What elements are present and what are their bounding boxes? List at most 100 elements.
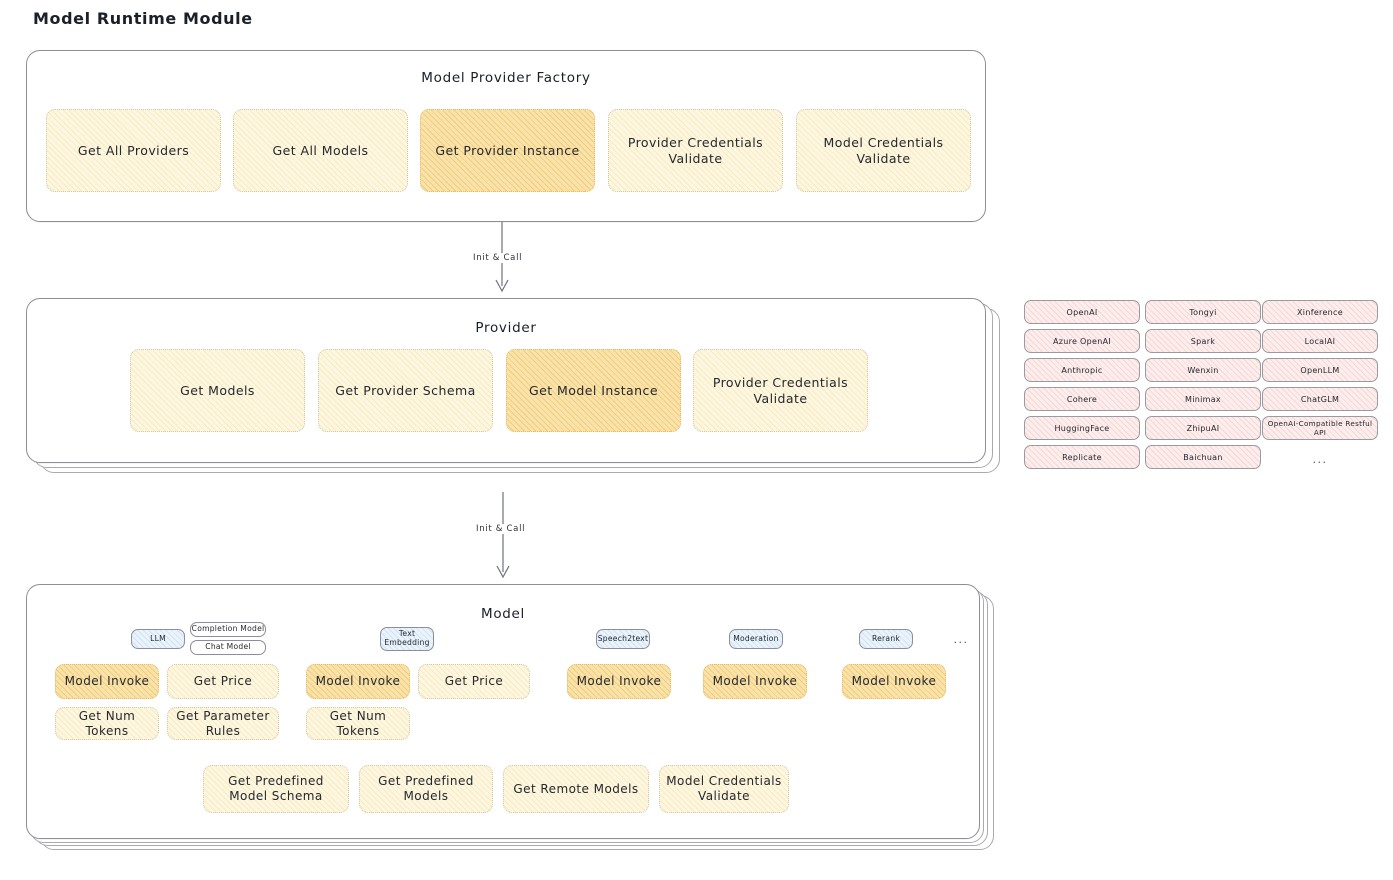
factory-node-provider-credentials-validate[interactable]: Provider Credentials Validate [608, 109, 783, 192]
provider-node-get-model-instance[interactable]: Get Model Instance [506, 349, 681, 432]
provider-chip-openai-compatible-restful-api[interactable]: OpenAI-Compatible Restful API [1262, 416, 1378, 440]
model-type-badge-speech2text[interactable]: Speech2text [596, 629, 650, 649]
provider-chip-label: Spark [1190, 336, 1216, 346]
model-node-label: Get Price [444, 674, 504, 688]
provider-chip-label: ZhipuAI [1186, 423, 1220, 433]
model-type-badge-rerank[interactable]: Rerank [859, 629, 913, 649]
model-subtype-badge-chat-model[interactable]: Chat Model [190, 640, 266, 655]
provider-node-get-provider-schema[interactable]: Get Provider Schema [318, 349, 493, 432]
rerank-node-model-invoke[interactable]: Model Invoke [842, 664, 946, 699]
model-types-more: ... [953, 633, 969, 646]
model-node-label: Get Remote Models [513, 781, 639, 796]
provider-chip-label: ChatGLM [1300, 394, 1340, 404]
model-node-label: Model Credentials Validate [666, 774, 782, 803]
provider-chip-tongyi[interactable]: Tongyi [1145, 300, 1261, 324]
provider-chip-anthropic[interactable]: Anthropic [1024, 358, 1140, 382]
provider-node-label: Get Provider Schema [335, 382, 476, 398]
factory-title: Model Provider Factory [421, 70, 591, 86]
provider-chip-label: OpenAI-Compatible Restful API [1267, 419, 1373, 437]
provider-chip-xinference[interactable]: Xinference [1262, 300, 1378, 324]
arrow-label-init-and-call-1: Init & Call [470, 253, 526, 263]
speech2text-node-model-invoke[interactable]: Model Invoke [567, 664, 671, 699]
model-node-label: Model Invoke [315, 674, 401, 688]
provider-panel: Provider Get Models Get Provider Schema … [26, 298, 986, 463]
model-node-label: Get Predefined Models [378, 774, 474, 803]
provider-node-label: Get Models [180, 382, 255, 398]
provider-chip-zhipuai[interactable]: ZhipuAI [1145, 416, 1261, 440]
provider-chip-label: Xinference [1297, 307, 1343, 317]
provider-chip-openllm[interactable]: OpenLLM [1262, 358, 1378, 382]
model-node-label: Model Invoke [576, 674, 662, 688]
model-common-node-get-remote-models[interactable]: Get Remote Models [503, 765, 649, 813]
model-type-badge-moderation[interactable]: Moderation [729, 629, 783, 649]
page-title: Model Runtime Module [33, 9, 253, 28]
model-type-label: LLM [150, 633, 166, 643]
provider-chip-label: Azure OpenAI [1052, 336, 1112, 346]
provider-chip-huggingface[interactable]: HuggingFace [1024, 416, 1140, 440]
factory-node-label: Model Credentials Validate [823, 134, 944, 166]
model-node-label: Get Num Tokens [329, 708, 387, 738]
text-embedding-node-get-num-tokens[interactable]: Get Num Tokens [306, 707, 410, 740]
provider-chip-azure-openai[interactable]: Azure OpenAI [1024, 329, 1140, 353]
factory-node-get-all-models[interactable]: Get All Models [233, 109, 408, 192]
provider-chip-label: Cohere [1066, 394, 1098, 404]
arrow-label-init-and-call-2: Init & Call [473, 524, 529, 534]
provider-chip-replicate[interactable]: Replicate [1024, 445, 1140, 469]
llm-node-get-price[interactable]: Get Price [167, 664, 279, 699]
provider-chip-label: Baichuan [1183, 452, 1223, 462]
provider-chip-label: LocalAI [1304, 336, 1336, 346]
provider-node-provider-credentials-validate[interactable]: Provider Credentials Validate [693, 349, 868, 432]
model-subtype-label: Completion Model [191, 624, 265, 634]
llm-node-get-parameter-rules[interactable]: Get Parameter Rules [167, 707, 279, 740]
provider-list-more: ... [1312, 453, 1328, 466]
factory-node-label: Get Provider Instance [435, 142, 580, 158]
model-type-badge-llm[interactable]: LLM [131, 629, 185, 649]
model-subtype-badge-completion-model[interactable]: Completion Model [190, 622, 266, 637]
model-type-badge-text-embedding[interactable]: Text Embedding [380, 627, 434, 651]
factory-node-label: Get All Models [272, 142, 369, 158]
provider-chip-chatglm[interactable]: ChatGLM [1262, 387, 1378, 411]
factory-node-label: Provider Credentials Validate [627, 134, 764, 166]
model-common-node-model-credentials-validate[interactable]: Model Credentials Validate [659, 765, 789, 813]
model-type-label: Speech2text [597, 633, 649, 643]
provider-chip-wenxin[interactable]: Wenxin [1145, 358, 1261, 382]
model-type-label: Moderation [733, 633, 779, 643]
provider-chip-label: Wenxin [1187, 365, 1219, 375]
factory-node-get-provider-instance[interactable]: Get Provider Instance [420, 109, 595, 192]
factory-node-label: Get All Providers [77, 142, 190, 158]
provider-chip-label: HuggingFace [1054, 423, 1110, 433]
model-node-label: Get Num Tokens [78, 708, 136, 738]
provider-chip-minimax[interactable]: Minimax [1145, 387, 1261, 411]
provider-chip-cohere[interactable]: Cohere [1024, 387, 1140, 411]
factory-node-get-all-providers[interactable]: Get All Providers [46, 109, 221, 192]
provider-chip-label: Anthropic [1061, 365, 1103, 375]
provider-chip-baichuan[interactable]: Baichuan [1145, 445, 1261, 469]
moderation-node-model-invoke[interactable]: Model Invoke [703, 664, 807, 699]
model-provider-factory-panel: Model Provider Factory Get All Providers… [26, 50, 986, 222]
model-node-label: Model Invoke [712, 674, 798, 688]
arrow-provider-to-model [488, 492, 518, 582]
model-panel: Model LLM Completion Model Chat Model Mo… [26, 584, 980, 839]
provider-node-label: Provider Credentials Validate [712, 374, 849, 406]
model-node-label: Model Invoke [851, 674, 937, 688]
provider-node-get-models[interactable]: Get Models [130, 349, 305, 432]
provider-chip-openai[interactable]: OpenAI [1024, 300, 1140, 324]
model-node-label: Get Parameter Rules [176, 708, 270, 738]
provider-chip-label: Minimax [1185, 394, 1221, 404]
provider-title: Provider [475, 320, 537, 336]
llm-node-model-invoke[interactable]: Model Invoke [55, 664, 159, 699]
factory-node-model-credentials-validate[interactable]: Model Credentials Validate [796, 109, 971, 192]
model-subtype-label: Chat Model [205, 642, 251, 652]
model-type-label: Text Embedding [384, 629, 430, 647]
provider-chip-label: OpenLLM [1300, 365, 1340, 375]
model-node-label: Get Predefined Model Schema [228, 774, 324, 803]
provider-chip-label: Replicate [1062, 452, 1102, 462]
llm-node-get-num-tokens[interactable]: Get Num Tokens [55, 707, 159, 740]
model-common-node-get-predefined-models[interactable]: Get Predefined Models [359, 765, 493, 813]
provider-chip-localai[interactable]: LocalAI [1262, 329, 1378, 353]
text-embedding-node-get-price[interactable]: Get Price [418, 664, 530, 699]
model-common-node-get-predefined-model-schema[interactable]: Get Predefined Model Schema [203, 765, 349, 813]
text-embedding-node-model-invoke[interactable]: Model Invoke [306, 664, 410, 699]
model-node-label: Model Invoke [64, 674, 150, 688]
provider-chip-spark[interactable]: Spark [1145, 329, 1261, 353]
